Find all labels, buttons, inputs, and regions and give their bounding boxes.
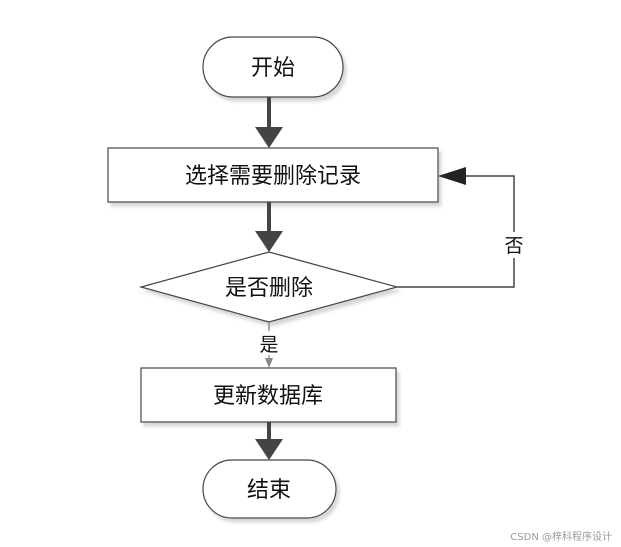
update-database-label: 更新数据库 bbox=[213, 384, 323, 409]
yes-label: 是 bbox=[259, 334, 278, 356]
select-record-node: 选择需要删除记录 bbox=[107, 147, 439, 203]
start-label: 开始 bbox=[251, 56, 295, 81]
update-database-node: 更新数据库 bbox=[140, 367, 397, 423]
arrow-start-to-select bbox=[255, 97, 283, 148]
select-record-label: 选择需要删除记录 bbox=[185, 164, 361, 189]
arrow-update-to-end bbox=[255, 422, 283, 460]
arrow-select-to-decision bbox=[255, 202, 283, 252]
start-node: 开始 bbox=[202, 36, 344, 98]
end-node: 结束 bbox=[202, 459, 337, 519]
arrow-yes: 是 bbox=[256, 322, 282, 368]
no-label: 否 bbox=[504, 235, 523, 257]
watermark-text: CSDN @梓科程序设计 bbox=[510, 530, 612, 543]
delete-decision-node: 是否删除 bbox=[138, 251, 400, 323]
delete-decision-label: 是否删除 bbox=[225, 276, 313, 301]
arrow-no-loop: 否 bbox=[397, 167, 528, 288]
end-label: 结束 bbox=[247, 478, 291, 503]
